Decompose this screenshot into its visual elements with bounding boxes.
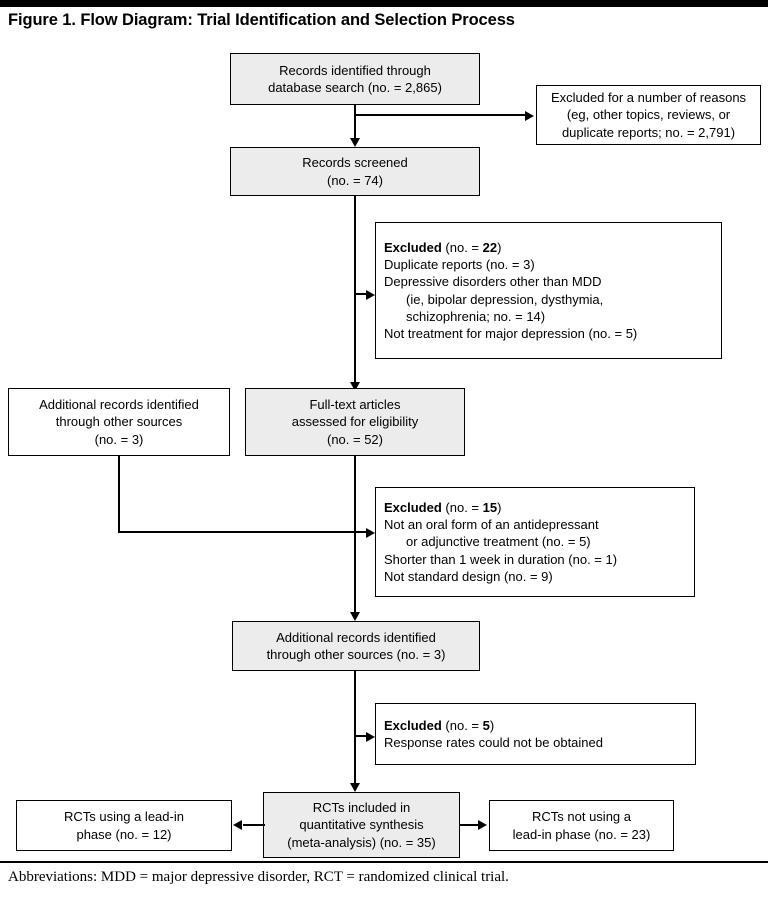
node-additional-records-left-line2: through other sources — [55, 414, 183, 430]
node-excluded-15-line2: or adjunctive treatment (no. = 5) — [406, 534, 591, 550]
arrowhead-additional-mid-to-rcts — [349, 783, 360, 792]
node-records-screened: Records screened (no. = 74) — [230, 147, 480, 196]
connector-additional-left-right — [118, 531, 370, 533]
node-excluded-reasons-line3: duplicate reports; no. = 2,791) — [561, 124, 736, 140]
connector-screened-to-fulltext — [354, 196, 356, 386]
node-rct-leadin-line2: phase (no. = 12) — [76, 826, 172, 842]
node-excluded-22-heading: Excluded (no. = 22) — [384, 240, 502, 256]
node-excluded-22: Excluded (no. = 22) Duplicate reports (n… — [375, 222, 722, 359]
node-excluded-15-line4: Not standard design (no. = 9) — [384, 568, 553, 584]
node-rct-included-line2: quantitative synthesis — [299, 817, 424, 833]
node-fulltext-assessed-line2: assessed for eligibility — [291, 414, 419, 430]
node-excluded-5-line1: Response rates could not be obtained — [384, 735, 603, 750]
node-additional-records-mid-line2: through other sources (no. = 3) — [266, 647, 446, 662]
node-excluded-reasons-line2: (eg, other topics, reviews, or — [566, 107, 731, 123]
node-excluded-15: Excluded (no. = 15) Not an oral form of … — [375, 487, 695, 597]
connector-additional-mid-to-rcts — [354, 671, 356, 786]
node-excluded-22-line1: Duplicate reports (no. = 3) — [384, 257, 535, 273]
node-excluded-reasons: Excluded for a number of reasons (eg, ot… — [536, 85, 761, 145]
node-additional-records-mid-line1: Additional records identified — [276, 629, 436, 645]
node-rct-leadin-line1: RCTs using a lead-in — [64, 809, 184, 825]
connector-rcts-to-no-leadin — [459, 824, 480, 826]
node-excluded-reasons-line1: Excluded for a number of reasons — [550, 90, 747, 106]
node-rct-no-leadin-line1: RCTs not using a — [532, 809, 631, 825]
figure-footnote: Abbreviations: MDD = major depressive di… — [8, 869, 509, 885]
arrowhead-rcts-to-leadin — [233, 819, 242, 830]
node-excluded-15-line1: Not an oral form of an antidepressant — [384, 517, 599, 533]
node-fulltext-assessed-line1: Full-text articles — [309, 397, 401, 413]
node-rct-no-leadin: RCTs not using a lead-in phase (no. = 23… — [489, 800, 674, 851]
node-records-screened-line1: Records screened — [302, 155, 408, 171]
node-additional-records-mid: Additional records identified through ot… — [232, 621, 480, 671]
node-records-identified-line1: Records identified through — [279, 62, 431, 78]
arrowhead-identified-to-screened — [349, 138, 360, 147]
connector-to-excluded-22 — [354, 293, 370, 295]
node-records-identified: Records identified through database sear… — [230, 53, 480, 105]
arrowhead-to-excluded-22 — [366, 289, 375, 300]
node-rct-leadin: RCTs using a lead-in phase (no. = 12) — [16, 800, 232, 851]
node-excluded-22-line3: (ie, bipolar depression, dysthymia, — [406, 291, 604, 307]
node-records-screened-line2: (no. = 74) — [326, 172, 383, 188]
node-rct-included: RCTs included in quantitative synthesis … — [263, 792, 460, 858]
node-excluded-5-heading: Excluded (no. = 5) — [384, 717, 495, 733]
connector-fulltext-to-additional-mid — [354, 456, 356, 616]
connector-identified-to-screened — [354, 105, 356, 141]
arrowhead-additional-left — [366, 527, 375, 538]
node-additional-records-left-line1: Additional records identified — [39, 397, 199, 413]
node-additional-records-left-line3: (no. = 3) — [94, 431, 144, 447]
node-records-identified-line2: database search (no. = 2,865) — [268, 80, 442, 95]
connector-to-excluded-5 — [354, 735, 370, 737]
top-rule — [0, 0, 768, 7]
connector-to-excluded-reasons — [354, 114, 526, 116]
node-excluded-22-line4: schizophrenia; no. = 14) — [406, 308, 546, 324]
node-fulltext-assessed-line3: (no. = 52) — [326, 431, 383, 447]
arrowhead-screened-to-fulltext — [349, 382, 360, 391]
arrowhead-fulltext-to-additional-mid — [349, 612, 360, 621]
node-additional-records-left: Additional records identified through ot… — [8, 388, 230, 456]
bottom-rule — [0, 861, 768, 863]
node-excluded-22-line2: Depressive disorders other than MDD — [384, 274, 602, 290]
figure-title: Figure 1. Flow Diagram: Trial Identifica… — [8, 11, 515, 29]
node-rct-no-leadin-line2: lead-in phase (no. = 23) — [512, 826, 651, 842]
node-rct-included-line3: (meta-analysis) (no. = 35) — [287, 834, 436, 850]
arrowhead-to-excluded-5 — [366, 731, 375, 742]
connector-rcts-to-leadin — [243, 824, 265, 826]
node-fulltext-assessed: Full-text articles assessed for eligibil… — [245, 388, 465, 456]
node-excluded-15-heading: Excluded (no. = 15) — [384, 500, 502, 516]
node-excluded-22-line5: Not treatment for major depression (no. … — [384, 325, 638, 341]
arrowhead-to-excluded-reasons — [525, 110, 534, 121]
node-rct-included-line1: RCTs included in — [312, 800, 411, 816]
node-excluded-5: Excluded (no. = 5) Response rates could … — [375, 703, 696, 765]
arrowhead-rcts-to-no-leadin — [478, 819, 487, 830]
connector-additional-left-down — [118, 456, 120, 533]
node-excluded-15-line3: Shorter than 1 week in duration (no. = 1… — [384, 551, 618, 567]
